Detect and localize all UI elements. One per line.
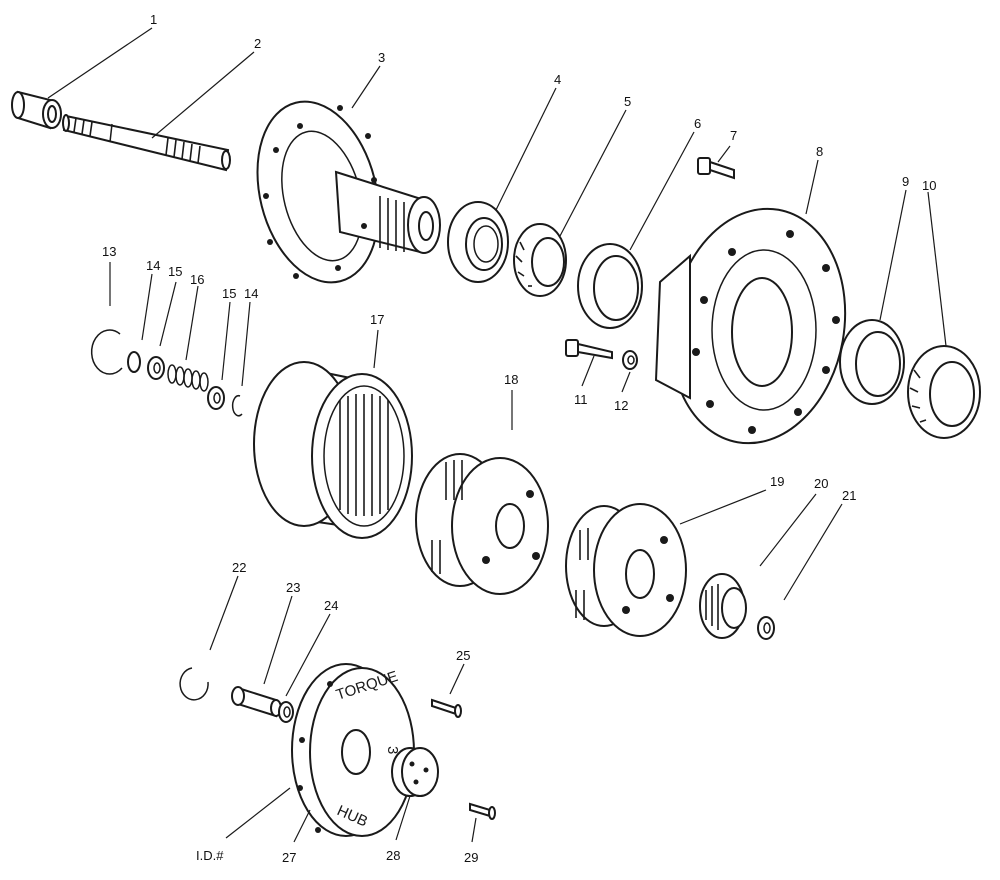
callout-16: 16 (190, 272, 204, 287)
callout-3: 3 (378, 50, 385, 65)
part-13-snap-ring (90, 329, 123, 375)
part-4-bearing (447, 201, 509, 283)
part-17-ring-gear (253, 361, 413, 539)
callout-17: 17 (370, 312, 384, 327)
cover-plate: TORQUE HUB 3 (291, 663, 415, 837)
callout-5: 5 (624, 94, 631, 109)
part-19-carrier (565, 503, 687, 637)
part-24-o-ring (278, 701, 294, 723)
callout-29: 29 (464, 850, 478, 865)
callout-8: 8 (816, 144, 823, 159)
part-1-bushing (11, 90, 62, 130)
callout-18: 18 (504, 372, 518, 387)
part-9-bearing-cup (839, 319, 905, 405)
part-25-screw (431, 698, 462, 718)
callout-4: 4 (554, 72, 561, 87)
callout-14a: 14 (146, 258, 160, 273)
part-3-spindle (256, 100, 441, 284)
part-23-pin (231, 686, 282, 718)
callout-28: 28 (386, 848, 400, 863)
callout-13: 13 (102, 244, 116, 259)
callout-12: 12 (614, 398, 628, 413)
part-15a-washer (147, 356, 165, 380)
part-5-roller-bearing (513, 223, 567, 297)
callout-15a: 15 (168, 264, 182, 279)
callout-25: 25 (456, 648, 470, 663)
part-2-shaft (62, 114, 231, 172)
part-29-screw (469, 802, 496, 820)
leader-lines (47, 27, 947, 843)
part-20-sun-gear (699, 573, 747, 639)
part-14a-ring (127, 351, 141, 373)
callout-labels: 1 2 3 4 5 6 7 8 9 10 11 12 13 14 15 16 1… (102, 12, 936, 865)
callout-11: 11 (574, 392, 588, 407)
callout-14b: 14 (244, 286, 258, 301)
part-15b-washer (207, 386, 225, 410)
callout-22: 22 (232, 560, 246, 575)
callout-27: 27 (282, 850, 296, 865)
part-22-retaining-ring (179, 667, 209, 701)
callout-1: 1 (150, 12, 157, 27)
callout-6: 6 (694, 116, 701, 131)
part-10-roller-bearing (907, 345, 981, 439)
callout-7: 7 (730, 128, 737, 143)
part-14b-ring (231, 394, 243, 417)
part-8-hub (654, 207, 847, 445)
part-18-carrier (415, 453, 549, 595)
callout-id: I.D.# (196, 848, 224, 863)
callout-20: 20 (814, 476, 828, 491)
part-7-bolt (697, 157, 735, 180)
callout-10: 10 (922, 178, 936, 193)
callout-23: 23 (286, 580, 300, 595)
part-21-thrust-washer (757, 616, 775, 640)
part-6-bearing-cup (577, 243, 643, 329)
callout-21: 21 (842, 488, 856, 503)
part-12-washer (622, 350, 638, 370)
callout-9: 9 (902, 174, 909, 189)
callout-15b: 15 (222, 286, 236, 301)
callout-2: 2 (254, 36, 261, 51)
callout-19: 19 (770, 474, 784, 489)
part-11-bolt (565, 339, 613, 360)
cover-stamp-digit: 3 (384, 746, 401, 754)
callout-24: 24 (324, 598, 338, 613)
part-16-spring (167, 364, 209, 392)
part-28-coupling (391, 747, 439, 797)
